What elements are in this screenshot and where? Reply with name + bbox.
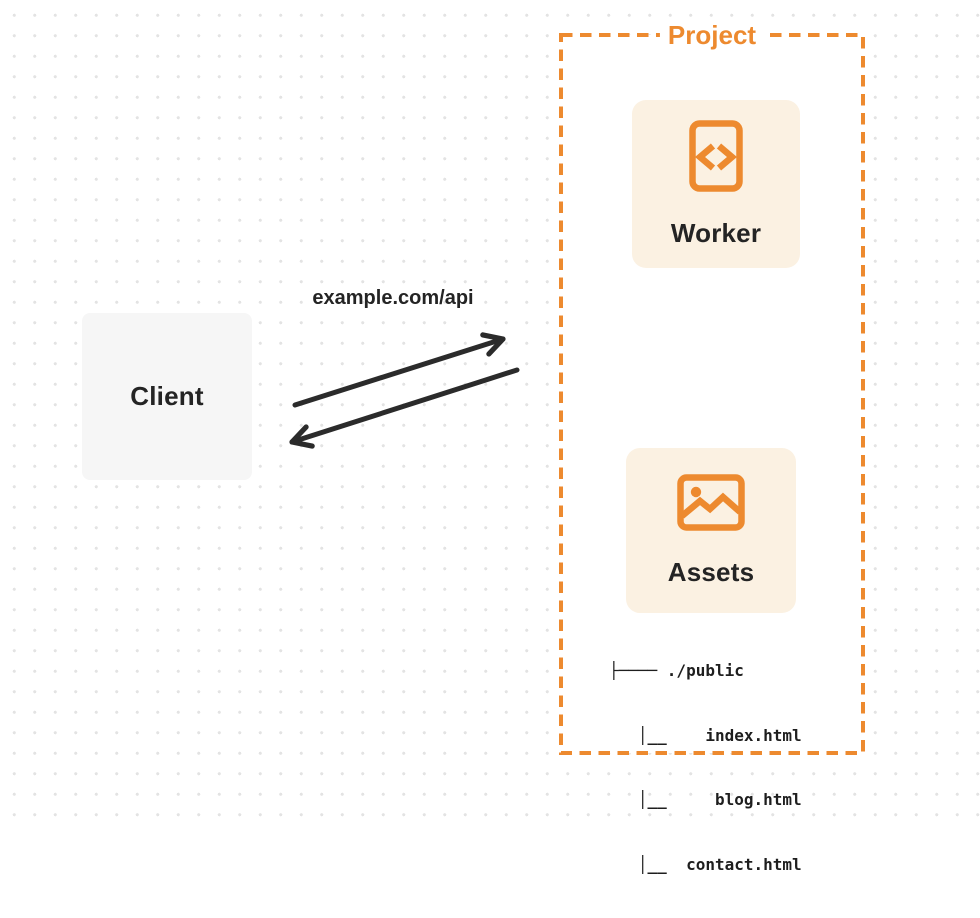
tree-line-contact: │__ contact.html [609, 854, 802, 874]
tree-line-blog: │__ blog.html [609, 790, 802, 809]
assets-label: Assets [667, 556, 755, 587]
client-label: Client [130, 381, 204, 411]
response-arrow-line [289, 367, 520, 449]
code-file-icon [689, 119, 743, 192]
request-url-label: example.com/api [312, 287, 474, 309]
tree-line-public: ├──── ./public [609, 661, 744, 680]
assets-file-tree: ├──── ./public │__ index.html │__ blog.h… [609, 617, 802, 918]
client-node: Client [82, 313, 252, 480]
request-response-arrows [289, 332, 520, 449]
tree-line-index: │__ index.html [609, 725, 802, 745]
assets-node: Assets [626, 448, 796, 613]
diagram-canvas: Project Client example.com/api Worker [0, 0, 980, 874]
worker-node: Worker [632, 100, 800, 268]
project-label: Project [659, 20, 765, 50]
image-icon [677, 473, 745, 531]
request-arrow-line [292, 332, 506, 408]
worker-label: Worker [670, 217, 762, 248]
